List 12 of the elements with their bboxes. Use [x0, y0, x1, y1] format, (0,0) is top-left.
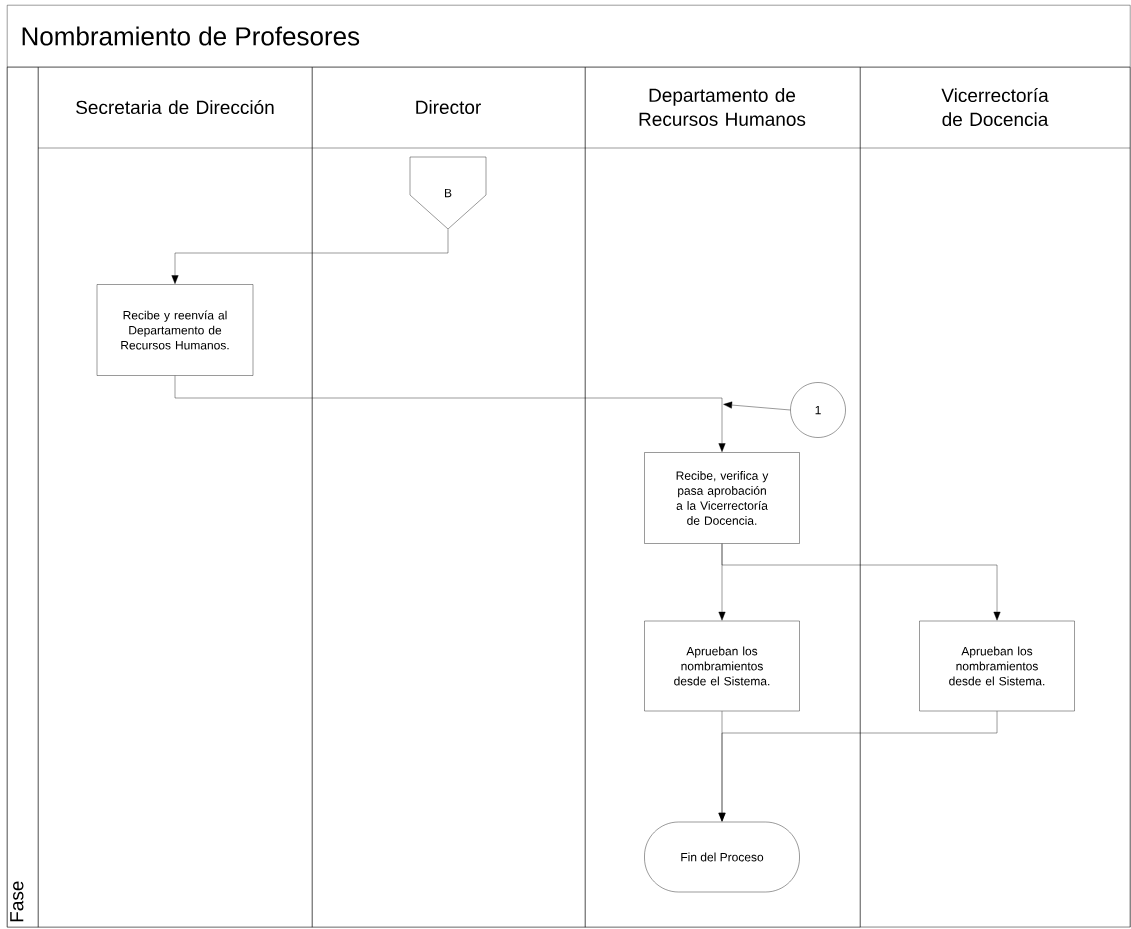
process-box: Recibe y reenvía al Departamento de Recursos Humanos.: [96, 284, 254, 376]
process-box: Aprueban los nombramientos desde el Sistema.: [644, 620, 800, 712]
off-page-connector: B: [409, 156, 487, 230]
terminal: Fin del Proceso: [644, 821, 800, 893]
arrow: [174, 375, 726, 452]
process-box: Recibe, verifica y pasa aprobación a la Vicerrectoría de Docencia.: [644, 452, 800, 544]
phase-band: Fase: [7, 67, 39, 928]
process-box: Aprueban los nombramientos desde el Sistema.: [919, 620, 1075, 712]
arrow: [721, 543, 1001, 621]
arrow: [171, 229, 449, 284]
arrow: [723, 401, 791, 411]
arrow: [718, 711, 998, 822]
